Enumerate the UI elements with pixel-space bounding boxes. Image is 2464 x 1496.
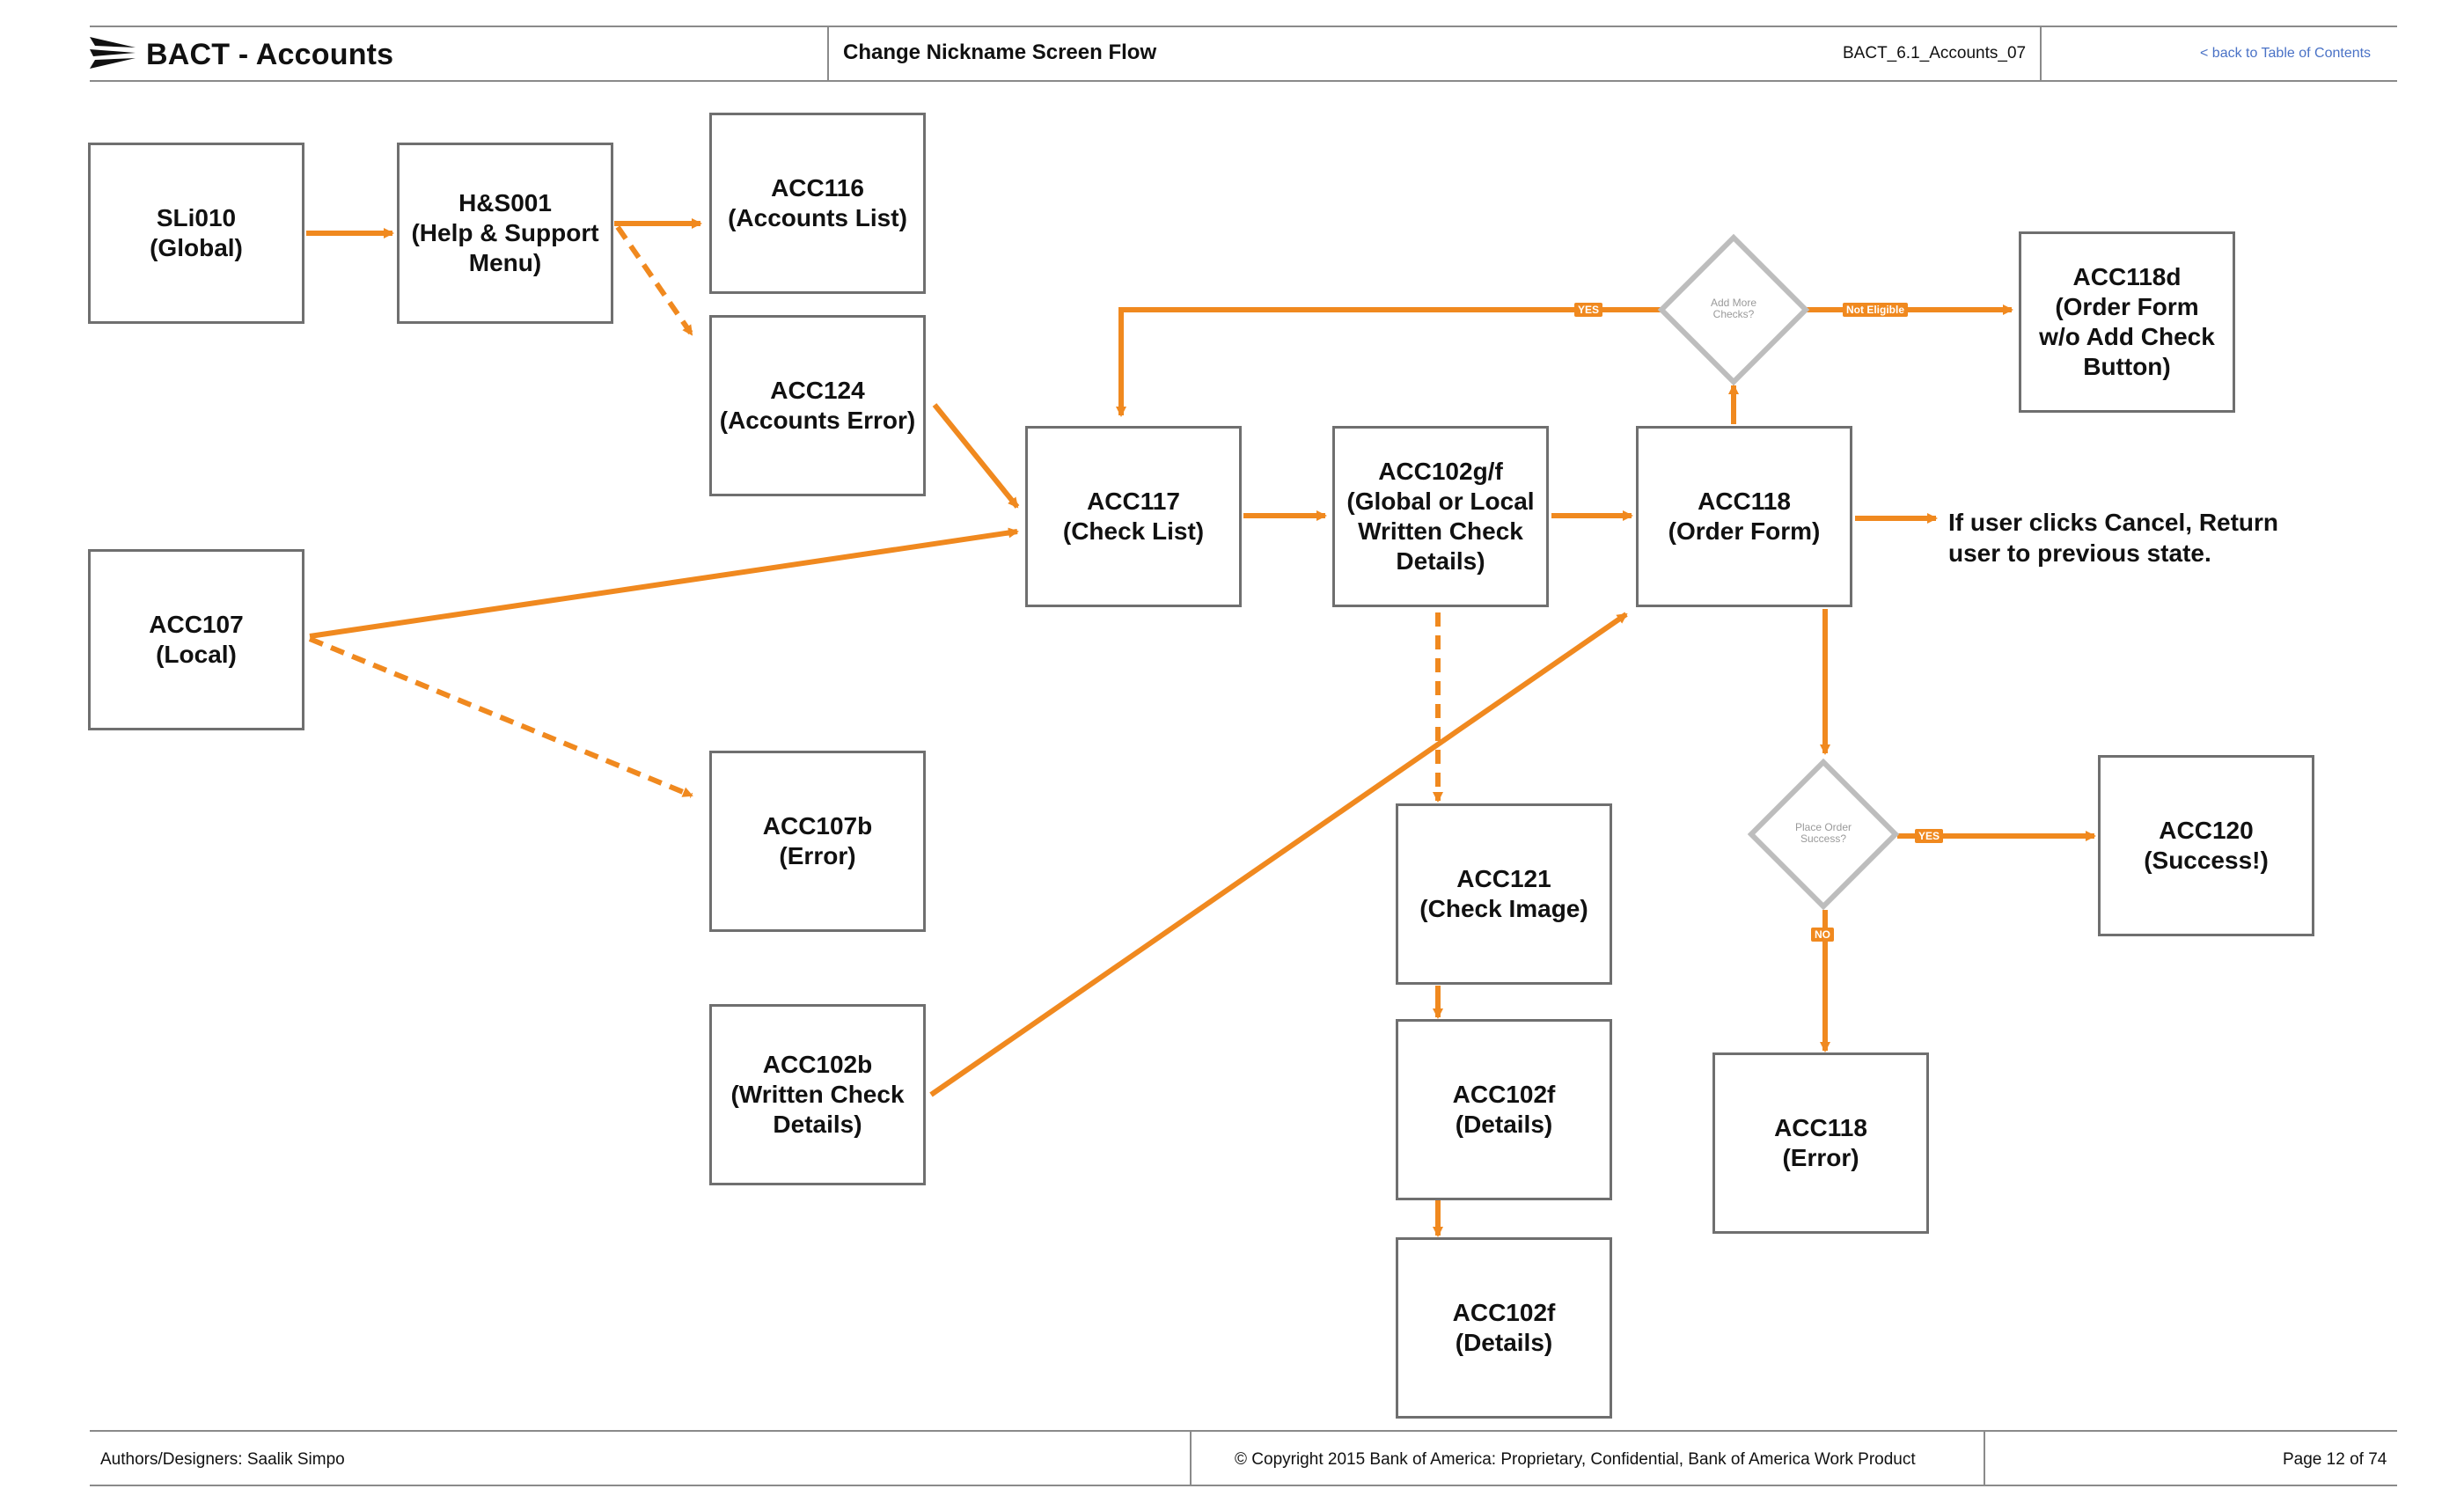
box-sli010[interactable]: SLi010 (Global) [88, 143, 304, 324]
header-divider [2040, 26, 2042, 80]
box-acc118[interactable]: ACC118 (Order Form) [1636, 426, 1852, 607]
page-title: Change Nickname Screen Flow [843, 40, 1157, 64]
footer-top-rule [90, 1430, 2397, 1432]
box-label: H&S001 (Help & Support Menu) [411, 189, 599, 276]
box-acc107b[interactable]: ACC107b (Error) [709, 751, 926, 932]
box-acc102b[interactable]: ACC102b (Written Check Details) [709, 1004, 926, 1185]
edge-label-not-eligible: Not Eligible [1843, 303, 1908, 317]
box-label: ACC118d (Order Form w/o Add Check Button… [2039, 263, 2215, 380]
box-label: ACC124 (Accounts Error) [719, 377, 916, 434]
edge-label-yes: YES [1915, 829, 1944, 843]
page-number: Page 12 of 74 [2283, 1450, 2387, 1469]
edge-add-more-acc117 [1116, 307, 1661, 417]
box-label: ACC107b (Error) [762, 812, 873, 869]
footer-divider [1984, 1430, 1985, 1485]
box-label: ACC102f (Details) [1452, 1299, 1556, 1356]
box-label: ACC107 (Local) [149, 611, 244, 668]
footer-divider [1190, 1430, 1192, 1485]
edge-acc102b-acc118 [929, 612, 1628, 1097]
edge-acc107-acc117 [309, 527, 1019, 639]
edge-acc107-acc107b [308, 636, 693, 798]
box-label: ACC121 (Check Image) [1419, 865, 1588, 922]
box-acc102f[interactable]: ACC102f (Details) [1396, 1237, 1612, 1419]
edge-label-yes: YES [1574, 303, 1603, 317]
box-label: SLi010 (Global) [150, 204, 243, 261]
box-label: ACC102b (Written Check Details) [730, 1051, 905, 1138]
box-acc118d[interactable]: ACC118d (Order Form w/o Add Check Button… [2019, 231, 2235, 413]
cancel-note: If user clicks Cancel, Return user to pr… [1948, 509, 2279, 567]
edge-label-no: NO [1811, 928, 1834, 942]
box-label: ACC120 (Success!) [2144, 817, 2269, 874]
footer-bottom-rule [90, 1485, 2397, 1486]
diamond-add-more-checks [1657, 233, 1810, 386]
app-title: BACT - Accounts [146, 37, 394, 71]
diamond-label-place-order: Place Order Success? [1794, 821, 1852, 845]
diamond-label-add-more: Add More Checks? [1710, 297, 1757, 320]
box-acc102f[interactable]: ACC102f (Details) [1396, 1019, 1612, 1200]
box-label: ACC118 (Order Form) [1668, 488, 1821, 545]
edge-acc124-acc117 [932, 403, 1020, 509]
box-hs001[interactable]: H&S001 (Help & Support Menu) [397, 143, 613, 324]
diamond-place-order-success [1747, 758, 1900, 911]
box-label: ACC102f (Details) [1452, 1081, 1556, 1138]
box-acc117[interactable]: ACC117 (Check List) [1025, 426, 1242, 607]
copyright-text: © Copyright 2015 Bank of America: Propri… [1235, 1450, 1916, 1469]
header-top-rule [90, 26, 2397, 27]
brand: BACT - Accounts [90, 33, 393, 76]
box-acc102gf[interactable]: ACC102g/f (Global or Local Written Check… [1332, 426, 1549, 607]
edge-hs001-acc124 [615, 225, 694, 336]
box-acc120[interactable]: ACC120 (Success!) [2098, 755, 2314, 936]
header-bottom-rule [90, 80, 2397, 82]
header-divider [827, 26, 829, 80]
box-acc124[interactable]: ACC124 (Accounts Error) [709, 315, 926, 496]
back-to-toc-link[interactable]: < back to Table of Contents [2200, 46, 2372, 61]
box-acc121[interactable]: ACC121 (Check Image) [1396, 803, 1612, 985]
box-label: ACC116 (Accounts List) [728, 174, 907, 231]
box-acc107[interactable]: ACC107 (Local) [88, 549, 304, 730]
document-code: BACT_6.1_Accounts_07 [1843, 44, 2027, 62]
box-acc118-error[interactable]: ACC118 (Error) [1712, 1052, 1929, 1234]
box-label: ACC118 (Error) [1774, 1114, 1867, 1171]
box-acc116[interactable]: ACC116 (Accounts List) [709, 113, 926, 294]
box-label: ACC117 (Check List) [1062, 488, 1205, 545]
bank-logo-icon [90, 35, 136, 75]
authors-text: Authors/Designers: Saalik Simpo [100, 1450, 345, 1469]
box-label: ACC102g/f (Global or Local Written Check… [1346, 458, 1535, 575]
